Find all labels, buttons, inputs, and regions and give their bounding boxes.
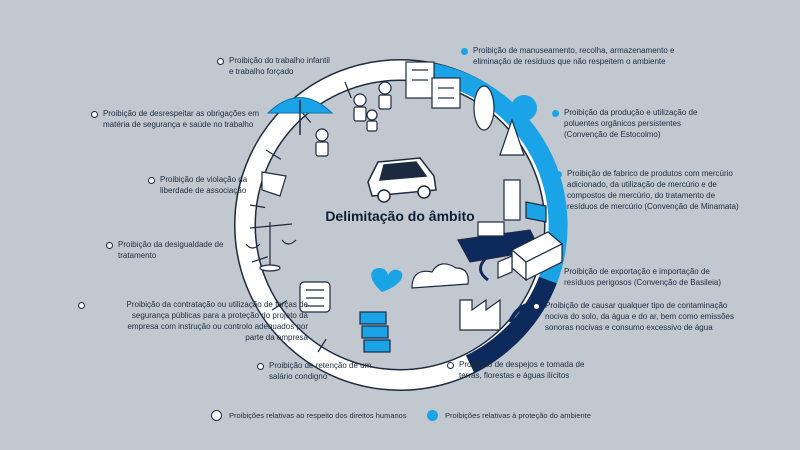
label-line: Proibição da produção e utilização de xyxy=(564,108,698,117)
label-line: terras, florestas e águas ilícitos xyxy=(459,371,570,380)
human-rights-dot xyxy=(78,302,85,309)
environment-dot xyxy=(552,269,559,276)
buildings-icon xyxy=(405,61,461,109)
label-line: salário condigno xyxy=(269,372,328,381)
legend-human-rights-dot xyxy=(211,410,222,421)
label-line: Proibição da desigualdade de xyxy=(118,240,224,249)
human-rights-item-4: Proibição da desigualdade de tratamento xyxy=(118,239,223,261)
label-line: Proibição de desrespeitar as obrigações … xyxy=(103,109,260,118)
label-line: nociva do solo, da água e do ar, bem com… xyxy=(545,312,734,321)
environment-item-4: Proibição de exportação e importação de … xyxy=(564,266,721,288)
human-rights-item-5: Proibição da contratação ou utilização d… xyxy=(89,299,308,343)
label-line: Proibição de retenção de um xyxy=(269,361,372,370)
label-line: empresa com instrução ou controlo adequa… xyxy=(127,322,308,331)
label-line: liberdade de associação xyxy=(160,186,247,195)
legend: Proibições relativas ao respeito dos dir… xyxy=(0,408,800,428)
scales-icon xyxy=(245,222,297,272)
label-line: Proibição de exportação e importação de xyxy=(564,267,710,276)
environment-dot xyxy=(552,110,559,117)
label-line: Proibição de violação da xyxy=(160,175,248,184)
environment-item-3: Proibição de fabrico de produtos com mer… xyxy=(567,168,739,212)
label-line: matéria de segurança e saúde no trabalho xyxy=(103,120,254,129)
label-line: sonoras nocivas e consumo excessivo de á… xyxy=(545,323,713,332)
trees-icon xyxy=(473,85,537,156)
human-rights-dot xyxy=(217,58,224,65)
label-line: Proibição de despejos e tomada de xyxy=(459,360,585,369)
label-line: Proibição do trabalho infantil xyxy=(229,56,330,65)
environment-dot-white xyxy=(533,303,540,310)
label-line: e trabalho forçado xyxy=(229,67,294,76)
people-icon xyxy=(315,81,392,157)
ring-dark-segment xyxy=(465,276,557,373)
hands-icon xyxy=(261,171,287,197)
label-line: resíduos de mercúrio (Convenção de Minam… xyxy=(567,202,739,211)
label-line: resíduos perigosos (Convenção de Basilei… xyxy=(564,278,721,287)
human-rights-item-7: Proibição de despejos e tomada de terras… xyxy=(459,359,584,381)
legend-environment-label: Proibições relativas à proteção do ambie… xyxy=(445,411,591,420)
environment-dot xyxy=(555,171,562,178)
umbrella-icon xyxy=(266,97,334,135)
label-line: parte da empresa xyxy=(245,333,308,342)
center-title: Delimitação do âmbito xyxy=(325,208,475,224)
human-rights-item-1: Proibição do trabalho infantil e trabalh… xyxy=(229,55,330,77)
hay-bale-icon xyxy=(299,281,331,313)
label-line: (Convenção de Estocolmo) xyxy=(564,130,661,139)
human-rights-item-2: Proibição de desrespeitar as obrigações … xyxy=(103,108,259,130)
human-rights-dot xyxy=(148,177,155,184)
label-line: poluentes orgânicos persistentes xyxy=(564,119,681,128)
label-line: tratamento xyxy=(118,251,157,260)
car-icon xyxy=(367,157,437,203)
ring-segment-ticks xyxy=(249,81,353,353)
environment-dot xyxy=(461,48,468,55)
label-line: adicionado, da utilização de mercúrio e … xyxy=(567,180,717,189)
factory-chimney-icon xyxy=(503,179,547,223)
ring-inner xyxy=(264,89,536,361)
label-line: Proibição da contratação ou utilização d… xyxy=(126,300,308,309)
environment-item-2: Proibição da produção e utilização de po… xyxy=(564,107,697,140)
label-line: compostos de mercúrio, do tratamento de xyxy=(567,191,716,200)
label-line: eliminação de resíduos que não respeitem… xyxy=(473,57,666,66)
human-rights-dot xyxy=(257,363,264,370)
human-rights-dot xyxy=(447,362,454,369)
environment-item-1: Proibição de manuseamento, recolha, arma… xyxy=(473,45,674,67)
label-line: Proibição de manuseamento, recolha, arma… xyxy=(473,46,675,55)
human-rights-dot xyxy=(91,111,98,118)
label-line: segurança públicas para a proteção do pr… xyxy=(131,311,308,320)
label-line: Proibição de causar qualquer tipo de con… xyxy=(545,301,728,310)
label-line: Proibição de fabrico de produtos com mer… xyxy=(567,169,733,178)
human-rights-dot xyxy=(106,242,113,249)
money-stack-icon xyxy=(359,311,391,353)
human-rights-item-3: Proibição de violação da liberdade de as… xyxy=(160,174,247,196)
environment-item-5: Proibição de causar qualquer tipo de con… xyxy=(545,300,734,333)
legend-human-rights-label: Proibições relativas ao respeito dos dir… xyxy=(229,411,407,420)
legend-environment-dot xyxy=(427,410,438,421)
container-icon xyxy=(497,231,564,282)
human-rights-item-6: Proibição de retenção de um salário cond… xyxy=(269,360,371,382)
heart-icon xyxy=(371,268,403,292)
cloud-icon xyxy=(411,263,469,289)
